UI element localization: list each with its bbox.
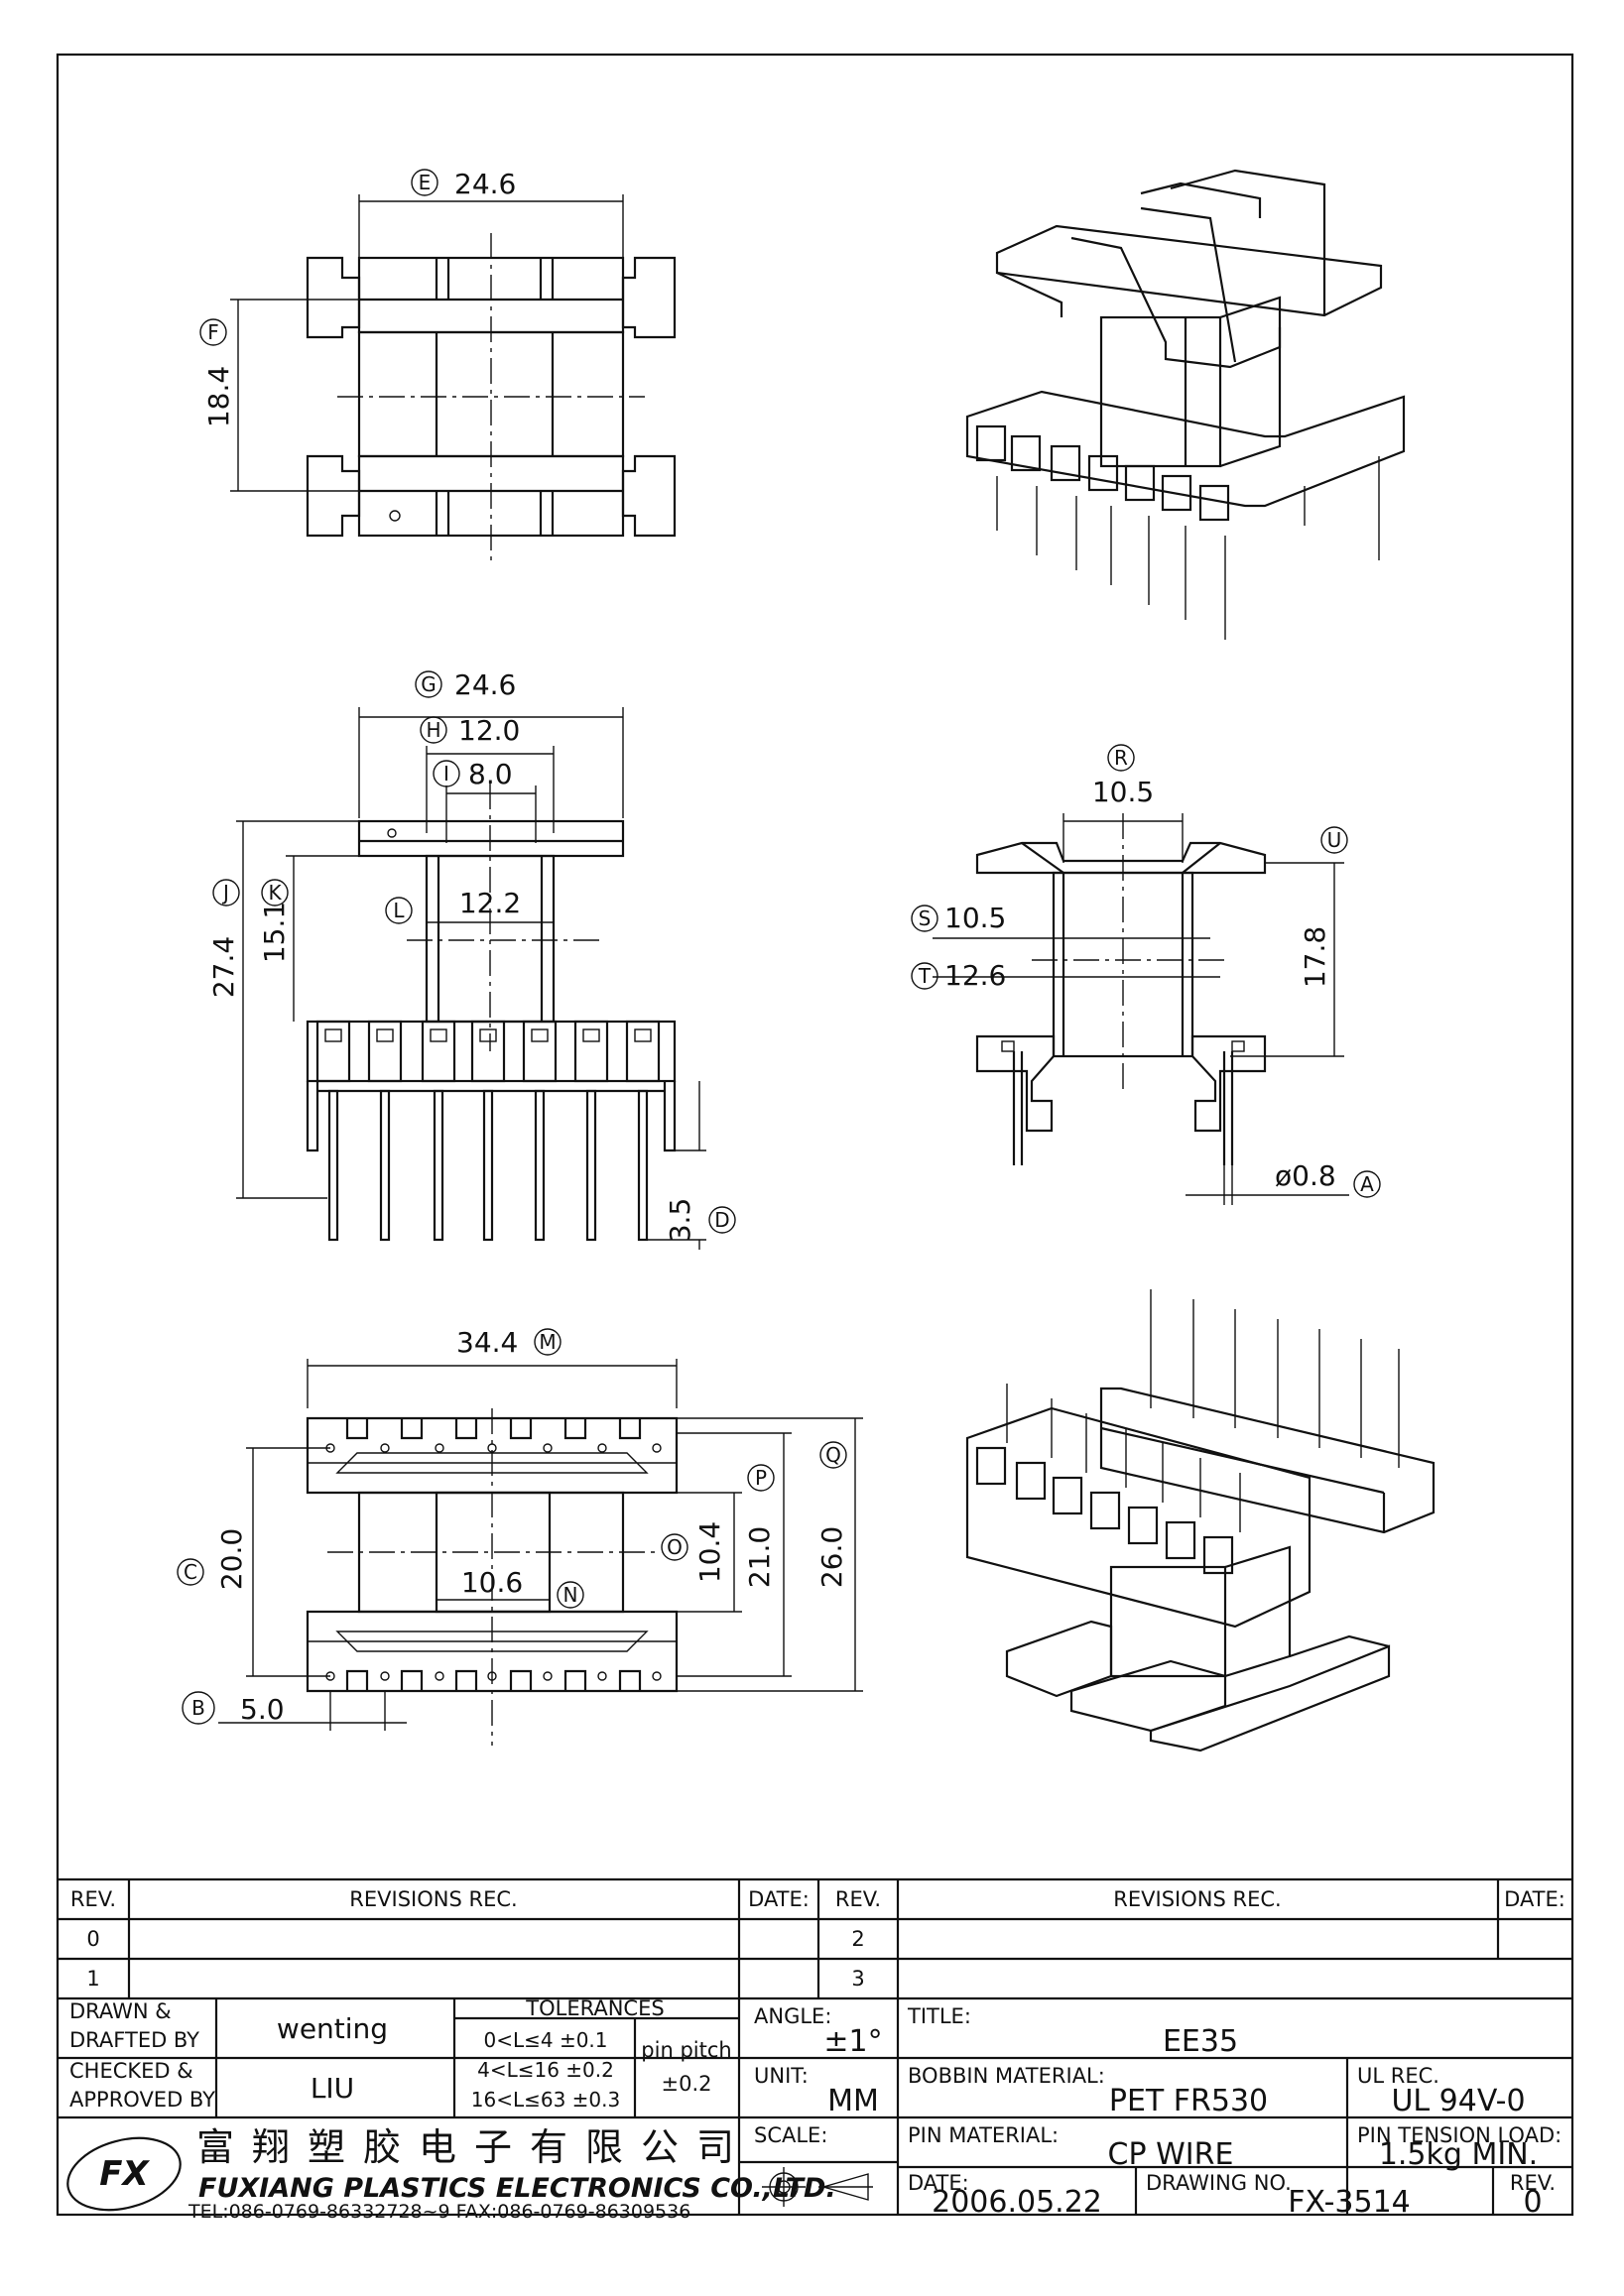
- tag-c: C: [184, 1560, 197, 1584]
- drawing-border: [56, 53, 1574, 2217]
- unit-label: UNIT:: [754, 2064, 809, 2088]
- date-header: DATE:: [748, 1887, 810, 1911]
- tolerances-header: TOLERANCES: [525, 1996, 664, 2020]
- rev-header-right: REV.: [835, 1887, 881, 1911]
- title-label: TITLE:: [907, 2004, 971, 2028]
- dim-r: 10.5: [1092, 776, 1154, 808]
- dim-j: 27.4: [207, 936, 240, 998]
- bobbin-material-label: BOBBIN MATERIAL:: [908, 2064, 1105, 2088]
- dim-f: 18.4: [202, 366, 235, 427]
- dim-k: 15.1: [258, 902, 291, 963]
- tag-e: E: [419, 171, 432, 194]
- tag-h: H: [426, 718, 440, 742]
- drawing-no-label: DRAWING NO.: [1146, 2171, 1292, 2195]
- company-contact: TEL:086-0769-86332728~9 FAX:086-0769-863…: [187, 2201, 690, 2223]
- pin-tension-label: PIN TENSION LOAD:: [1357, 2123, 1562, 2147]
- rev-row-0: 0: [86, 1927, 99, 1951]
- tolerance-3: 16<L≤63 ±0.3: [471, 2088, 620, 2112]
- company-logo-icon: FX: [66, 2136, 182, 2212]
- pin-pitch-value: ±0.2: [662, 2072, 712, 2096]
- dim-s: 10.5: [944, 902, 1006, 934]
- dim-o: 10.4: [693, 1521, 726, 1583]
- dim-d: 3.5: [664, 1198, 696, 1243]
- tag-r: R: [1114, 746, 1128, 770]
- top-view: E 24.6 F 18.4: [199, 168, 677, 565]
- angle-label: ANGLE:: [754, 2004, 831, 2028]
- tag-k: K: [268, 881, 282, 905]
- dim-e: 24.6: [454, 168, 516, 200]
- revisions-header: REVISIONS REC.: [349, 1887, 517, 1911]
- dim-p: 21.0: [743, 1526, 776, 1588]
- scale-label: SCALE:: [754, 2123, 827, 2147]
- tag-i: I: [443, 762, 449, 785]
- rev-value: 0: [1523, 2185, 1542, 2220]
- isometric-view-top: [965, 169, 1406, 640]
- tag-s: S: [919, 906, 932, 930]
- rev-row-1: 1: [86, 1967, 99, 1991]
- dim-g: 24.6: [454, 668, 516, 701]
- dim-t: 12.6: [944, 959, 1006, 992]
- date-label: DATE:: [908, 2171, 969, 2195]
- ul-rec-label: UL REC.: [1357, 2064, 1439, 2088]
- date-value: 2006.05.22: [932, 2185, 1102, 2220]
- dim-c: 20.0: [215, 1528, 248, 1590]
- drawn-label-1: DRAWN &: [69, 1999, 172, 2023]
- tag-q: Q: [825, 1443, 841, 1467]
- title-value: EE35: [1163, 2024, 1238, 2059]
- tag-l: L: [393, 899, 405, 922]
- drawing-no-value: FX-3514: [1288, 2185, 1411, 2220]
- pin-pitch-label: pin pitch: [641, 2038, 731, 2062]
- rev-header: REV.: [70, 1887, 116, 1911]
- dim-q: 26.0: [815, 1526, 848, 1588]
- rev-label: REV.: [1510, 2171, 1556, 2195]
- bobbin-material-value: PET FR530: [1109, 2084, 1268, 2118]
- checked-by-value: LIU: [311, 2072, 354, 2105]
- title-block: REV. REVISIONS REC. DATE: REV. REVISIONS…: [58, 1877, 1572, 2223]
- checked-label-1: CHECKED &: [69, 2059, 193, 2083]
- drawn-by-value: wenting: [277, 2012, 388, 2045]
- tolerance-1: 0<L≤4 ±0.1: [483, 2028, 607, 2052]
- tag-o: O: [667, 1535, 683, 1559]
- angle-value: ±1°: [823, 2024, 882, 2059]
- tag-f: F: [207, 320, 219, 344]
- revisions-header-right: REVISIONS REC.: [1113, 1887, 1281, 1911]
- pin-material-value: CP WIRE: [1108, 2137, 1234, 2172]
- tag-u: U: [1327, 828, 1342, 852]
- tag-m: M: [539, 1330, 556, 1354]
- company-name-cn: 富翔塑胶电子有限公司: [196, 2125, 752, 2169]
- tag-p: P: [755, 1466, 767, 1490]
- company-name-en: FUXIANG PLASTICS ELECTRONICS CO.,LTD.: [198, 2173, 836, 2204]
- dim-m: 34.4: [456, 1326, 518, 1359]
- tag-j: J: [221, 881, 229, 905]
- tag-n: N: [563, 1583, 578, 1607]
- dim-h: 12.0: [458, 714, 520, 747]
- bottom-view: 34.4 M 10.6 N: [177, 1326, 863, 1746]
- ul-rec-value: UL 94V-0: [1391, 2084, 1525, 2118]
- tag-b: B: [191, 1696, 205, 1720]
- rev-row-2: 2: [851, 1927, 864, 1951]
- tag-a: A: [1360, 1172, 1374, 1196]
- tag-t: T: [918, 964, 932, 988]
- logo-text: FX: [99, 2154, 150, 2194]
- dim-pin-dia: ø0.8: [1275, 1159, 1336, 1192]
- rev-row-3: 3: [851, 1967, 864, 1991]
- front-view: G 24.6 H 12.0 I 8.0 J 27.4 K 15.1: [207, 668, 736, 1250]
- projection-symbol-icon: [762, 2167, 873, 2207]
- dim-b: 5.0: [240, 1693, 285, 1726]
- drawn-label-2: DRAFTED BY: [69, 2028, 199, 2052]
- unit-value: MM: [827, 2084, 879, 2118]
- dim-height: 17.8: [1299, 926, 1331, 988]
- pin-material-label: PIN MATERIAL:: [908, 2123, 1059, 2147]
- isometric-view-bottom: [965, 1289, 1436, 1752]
- tag-g: G: [421, 672, 437, 696]
- tolerance-2: 4<L≤16 ±0.2: [477, 2058, 614, 2082]
- tag-d: D: [714, 1208, 729, 1232]
- pin-tension-value: 1.5kg MIN.: [1379, 2137, 1538, 2172]
- date-header-right: DATE:: [1504, 1887, 1565, 1911]
- checked-label-2: APPROVED BY: [69, 2088, 215, 2112]
- side-view: R 10.5 S 10.5 T 12.6 U 17.8: [911, 744, 1381, 1205]
